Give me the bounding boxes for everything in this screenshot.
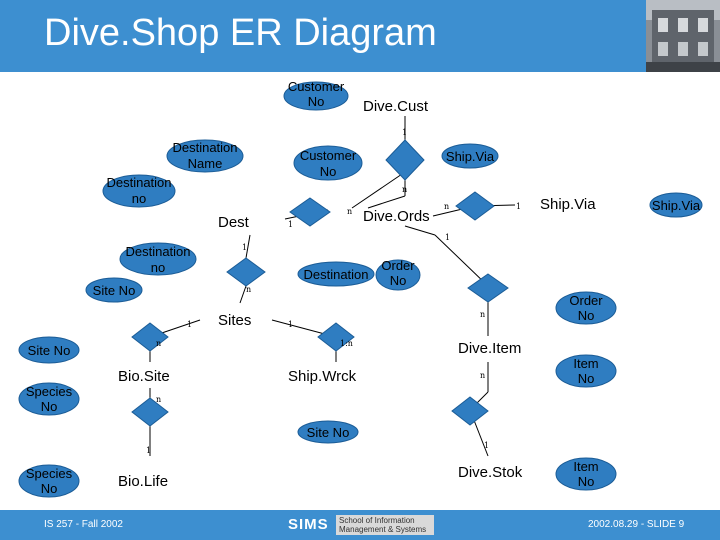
attr-destination-name-l1: Destination (172, 140, 237, 155)
logo-sims-text: SIMS (288, 516, 329, 533)
logo-big-1: Information (374, 516, 415, 525)
attr-site-no-left1: Site No (93, 283, 136, 298)
cardinality-label: 1 (187, 320, 192, 329)
entity-ship-wrck: Ship.Wrck (288, 368, 357, 385)
sims-logo: SIMS School of Information Management & … (286, 515, 436, 535)
cardinality-label: 1 (516, 202, 521, 211)
attribute-ellipses (18, 81, 703, 498)
relationship-item-stok (451, 396, 489, 426)
title-bar (0, 0, 720, 72)
entity-bio-site: Bio.Site (118, 368, 170, 385)
cardinality-label: n (480, 371, 485, 380)
attr-order-no-mid-l1: Order (381, 258, 415, 273)
attr-species-no-1-l1: Species (26, 384, 73, 399)
cardinality-label: 1:n (340, 339, 353, 348)
cardinality-label: 1 (146, 446, 151, 455)
cardinality-label: n (246, 285, 251, 294)
entity-dest: Dest (218, 214, 250, 231)
attr-customer-no-top-l1: Customer (288, 79, 345, 94)
logo-small-2: Management (339, 525, 386, 534)
attr-order-no-right-l2: No (578, 308, 595, 323)
cardinality-label: n (156, 395, 161, 404)
cardinality-label: n (156, 339, 161, 348)
attr-order-no-right-l1: Order (569, 293, 603, 308)
cardinality-label: 1 (484, 441, 489, 450)
logo-line-2: Management & Systems (339, 525, 426, 534)
attr-item-no-bottom-l1: Item (573, 459, 598, 474)
footer-slide-number: 2002.08.29 - SLIDE 9 (588, 519, 685, 530)
entity-dive-ords: Dive.Ords (363, 208, 430, 225)
entity-dive-stok: Dive.Stok (458, 464, 523, 481)
relationship-ords-dest (289, 197, 331, 227)
entity-dive-cust: Dive.Cust (363, 98, 429, 115)
attr-species-no-1-l2: No (41, 399, 58, 414)
cardinality-label: n (480, 310, 485, 319)
footer-course: IS 257 - Fall 2002 (44, 519, 123, 530)
relationship-ords-shipvia (455, 191, 495, 221)
attr-customer-no-mid-l1: Customer (300, 148, 357, 163)
relationship-sites-shipwrck (317, 322, 355, 352)
attr-customer-no-top-l2: No (308, 94, 325, 109)
logo-line-1: School of Information (339, 516, 415, 525)
relationship-ords-item (467, 273, 509, 303)
attr-order-no-mid-l2: No (390, 273, 407, 288)
attr-site-no-bottom: Site No (307, 425, 350, 440)
cardinality-label: 1 (288, 220, 293, 229)
relationship-dest-sites (226, 257, 266, 287)
attr-item-no-bottom-l2: No (578, 474, 595, 489)
logo-big-2: & Systems (387, 525, 427, 534)
cardinality-label: n (347, 207, 352, 216)
cardinality-label: 1 (445, 233, 450, 242)
relationship-sites-biosite (131, 322, 169, 352)
cardinality-label: n (444, 202, 449, 211)
attr-item-no-right-l1: Item (573, 356, 598, 371)
attr-item-no-right-l2: No (578, 371, 595, 386)
attr-species-no-2-l2: No (41, 481, 58, 496)
attr-species-no-2-l1: Species (26, 466, 73, 481)
er-diagram: Dive.Cust Dest Dive.Ords Ship.Via Sites … (18, 79, 703, 498)
entity-dive-item: Dive.Item (458, 340, 521, 357)
cardinality-label: 1 (288, 320, 293, 329)
attr-customer-no-mid-l2: No (320, 164, 337, 179)
relationship-cust-ords (385, 139, 425, 181)
attr-ship-via: Ship.Via (446, 149, 495, 164)
relationship-diamonds (131, 139, 509, 427)
cardinality-label: n (402, 185, 407, 194)
attr-destination-no-top-l1: Destination (106, 175, 171, 190)
cardinality-label: 1 (242, 243, 247, 252)
building-photo (646, 0, 720, 72)
entity-ship-via: Ship.Via (540, 196, 596, 213)
entity-sites: Sites (218, 312, 251, 329)
attr-destination-no-top-l2: no (132, 191, 146, 206)
attr-destination-ords: Destination (303, 267, 368, 282)
relationship-biosite-biolife (131, 397, 169, 427)
attr-destination-no-mid-l2: no (151, 260, 165, 275)
entity-bio-life: Bio.Life (118, 473, 168, 490)
cardinality-label: 1 (402, 128, 407, 137)
logo-small-1: School of (339, 516, 373, 525)
attr-site-no-left2: Site No (28, 343, 71, 358)
attr-destination-name-l2: Name (188, 156, 223, 171)
logo-banner: School of Information Management & Syste… (336, 515, 434, 535)
attr-ship-via-right: Ship.Via (652, 198, 701, 213)
slide-title: Dive.Shop ER Diagram (44, 12, 437, 54)
attr-destination-no-mid-l1: Destination (125, 244, 190, 259)
